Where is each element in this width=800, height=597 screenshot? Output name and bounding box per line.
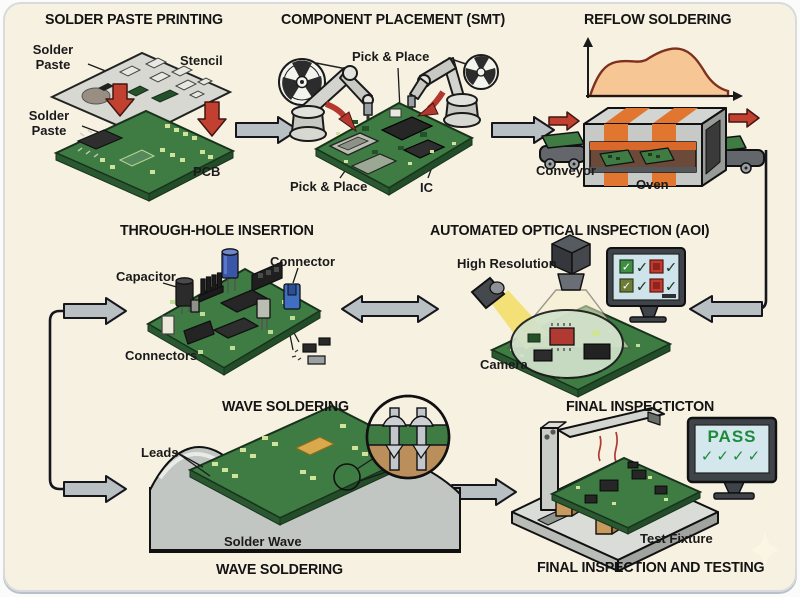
component-placement-illustration: [278, 54, 499, 196]
arrow-into-wave: [63, 475, 127, 503]
pass-status-text: PASS: [707, 427, 757, 446]
arrow-into-throughhole: [63, 297, 127, 325]
reflow-soldering-illustration: [539, 37, 765, 187]
panel-title-solder-paste: SOLDER PASTE PRINTING: [45, 11, 223, 28]
pcb-illustration: [549, 456, 703, 535]
label-solder-paste-bottom: Solder Paste: [28, 108, 70, 138]
pass-checkmarks: ✓✓✓✓: [700, 448, 764, 465]
oven-illustration: [539, 107, 765, 187]
pass-check-icon: ✓: [636, 279, 649, 296]
aoi-monitor: ✓ ✓ ✓ ✓ ✓ ✓: [606, 247, 686, 323]
solder-paste-printing-illustration: [49, 51, 236, 202]
label-leads: Leads: [141, 445, 179, 460]
aoi-illustration: ✓ ✓ ✓ ✓ ✓ ✓: [470, 234, 686, 398]
solder-joint-inset: [365, 394, 451, 480]
wave-soldering-illustration: [149, 394, 461, 553]
mini-check-icon: ✓: [622, 262, 631, 274]
label-conveyor: Conveyor: [536, 163, 596, 178]
label-oven: Oven: [636, 177, 669, 192]
magnifier-view: [510, 309, 624, 379]
panel-title-component-placement: COMPONENT PLACEMENT (SMT): [281, 11, 506, 28]
arrow-reflow-to-aoi: [689, 295, 763, 323]
component-reel-right: [463, 54, 499, 90]
pass-check-icon: ✓: [636, 260, 649, 277]
panel-title-final-inspection: FINAL INSPECTICTON: [566, 398, 715, 415]
panel-title-through-hole: THROUGH-HOLE INSERTION: [120, 222, 314, 239]
connector-right-line: [756, 150, 768, 311]
final-inspection-illustration: [511, 407, 780, 572]
label-high-resolution: High Resolution: [457, 256, 557, 271]
caption-wave-soldering: WAVE SOLDERING: [216, 561, 343, 578]
label-solder-paste-top: Solder Paste: [32, 42, 74, 72]
robot-arm-left: [289, 65, 374, 142]
pass-monitor: [686, 416, 778, 500]
flow-arrows: [48, 116, 768, 506]
caption-final-inspection: FINAL INSPECTION AND TESTING: [537, 559, 765, 576]
spotlight-illustration: [470, 276, 506, 310]
mini-check-icon: ✓: [622, 281, 631, 293]
arrow-aoi-throughhole-bidirectional: [341, 295, 439, 323]
reflow-profile-chart: [583, 37, 743, 101]
label-stencil: Stencil: [180, 53, 223, 68]
loose-components: [291, 337, 331, 365]
label-pick-place-bottom: Pick & Place: [290, 179, 368, 194]
label-test-fixture: Test Fixture: [640, 531, 713, 546]
sparkle-icon: [750, 532, 780, 566]
label-camera: Camera: [480, 357, 528, 372]
through-hole-insertion-illustration: [145, 248, 331, 376]
label-connectors: Connectors: [125, 348, 198, 363]
label-pcb: PCB: [193, 164, 221, 179]
panel-title-aoi: AUTOMATED OPTICAL INSPECTION (AOI): [430, 222, 710, 239]
arrow-wave-to-final: [451, 478, 517, 506]
arrow-paste-to-placement: [235, 116, 299, 144]
panel-title-reflow: REFLOW SOLDERING: [584, 11, 732, 28]
label-connector: Connector: [270, 254, 335, 269]
red-flow-arrows: [548, 108, 760, 131]
pass-check-icon: ✓: [665, 260, 678, 277]
panel-title-wave-soldering: WAVE SOLDERING: [222, 398, 349, 415]
component-reel-left: [278, 58, 326, 106]
red-curved-arrows: [324, 90, 446, 133]
camera-illustration: [551, 234, 591, 291]
label-ic: IC: [420, 180, 433, 195]
label-solder-wave: Solder Wave: [224, 534, 302, 549]
pcb-illustration: [313, 101, 475, 196]
label-pick-place-top: Pick & Place: [352, 49, 430, 64]
pass-check-icon: ✓: [665, 279, 678, 296]
through-hole-components: [161, 248, 301, 345]
pcb-illustration: [53, 109, 236, 202]
connector-left-line: [48, 309, 64, 491]
label-capacitor: Capacitor: [116, 269, 176, 284]
